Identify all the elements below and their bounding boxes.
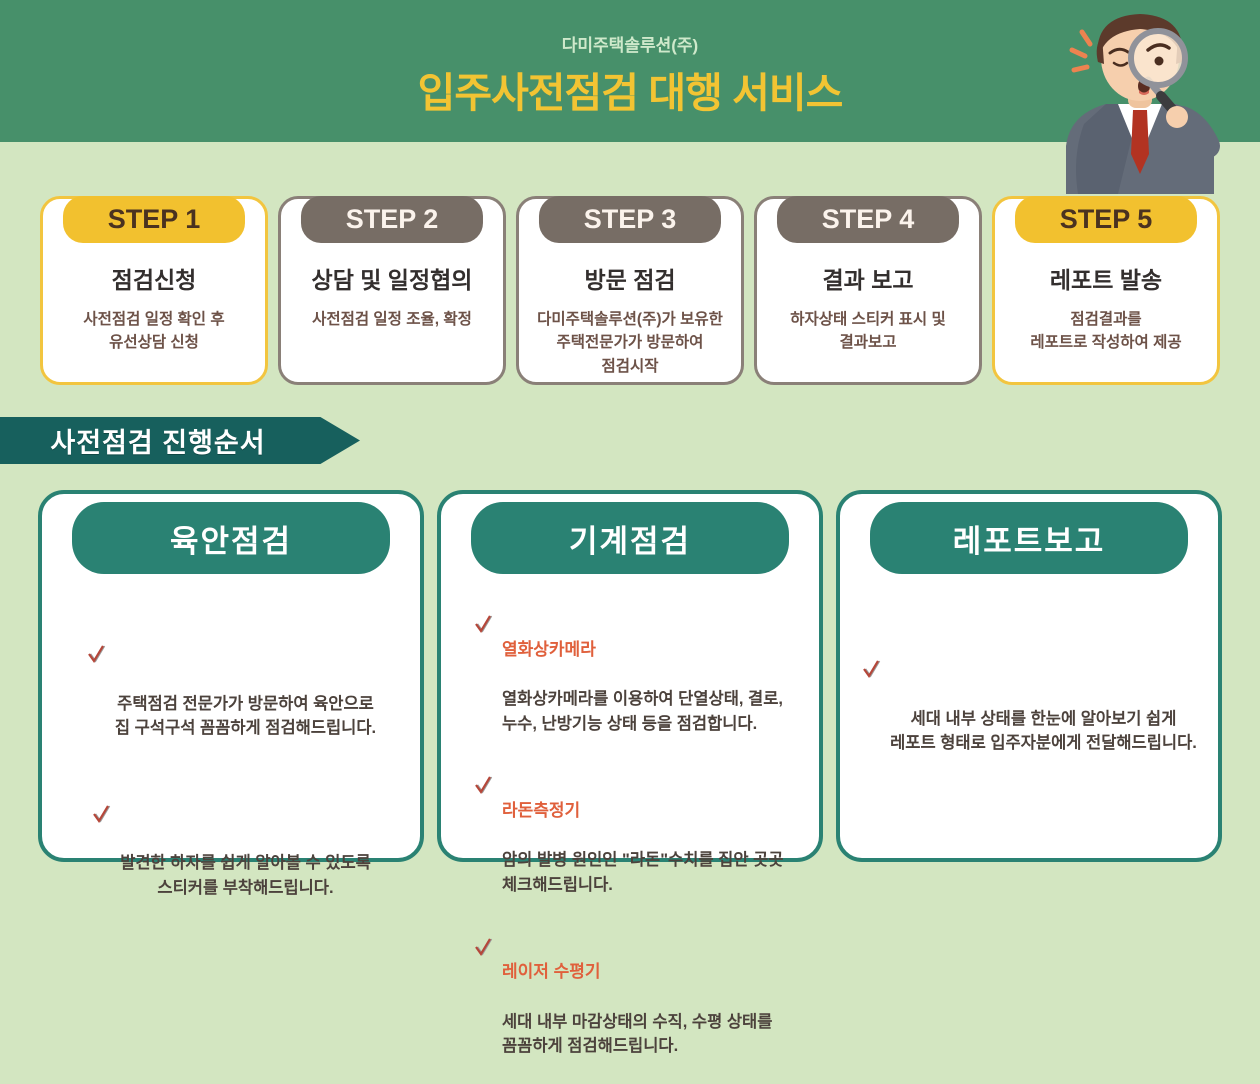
inspector-with-magnifying-glass-icon [1066, 14, 1220, 194]
list-item: 열화상카메라 열화상카메라를 이용하여 단열상태, 결로, 누수, 난방기능 상… [457, 612, 803, 761]
item-text: 열화상카메라 열화상카메라를 이용하여 단열상태, 결로, 누수, 난방기능 상… [502, 612, 783, 761]
step-badge: STEP 1 [62, 196, 246, 243]
item-text: 레이저 수평기 세대 내부 마감상태의 수직, 수평 상태를 꼼꼼하게 점검해드… [502, 935, 772, 1084]
item-body: 발견한 하자를 쉽게 알아볼 수 있도록 스티커를 부착해드립니다. [120, 854, 371, 897]
step-description: 사전점검 일정 조율, 확정 [312, 311, 472, 328]
item-text: 세대 내부 상태를 한눈에 알아보기 쉽게 레포트 형태로 입주자분에게 전달해… [890, 657, 1197, 781]
sections-row: 육안점검 주택점검 전문가가 방문하여 육안으로 집 구석구석 꼼꼼하게 점검해… [38, 490, 1222, 1055]
infographic-page: { "header": { "company": "다미주택솔루션(주)", "… [0, 0, 1260, 1055]
section-body: 세대 내부 상태를 한눈에 알아보기 쉽게 레포트 형태로 입주자분에게 전달해… [856, 590, 1202, 848]
check-icon [473, 936, 493, 1084]
list-item: 주택점검 전문가가 방문하여 육안으로 집 구석구석 꼼꼼하게 점검해드립니다. [58, 642, 404, 766]
step-title: 결과 보고 [822, 267, 914, 293]
list-item: 세대 내부 상태를 한눈에 알아보기 쉽게 레포트 형태로 입주자분에게 전달해… [856, 657, 1202, 781]
step-card-1: STEP 1 점검신청 사전점검 일정 확인 후 유선상담 신청 [40, 196, 268, 385]
process-order-banner: 사전점검 진행순서 [0, 417, 360, 464]
inspector-illustration [1048, 6, 1232, 194]
item-heading: 레이저 수평기 [502, 962, 601, 982]
list-item: 레이저 수평기 세대 내부 마감상태의 수직, 수평 상태를 꼼꼼하게 점검해드… [457, 935, 803, 1084]
item-body: 열화상카메라를 이용하여 단열상태, 결로, 누수, 난방기능 상태 등을 점검… [502, 690, 783, 733]
step-description: 점검결과를 레포트로 작성하여 제공 [1030, 311, 1182, 352]
section-title: 레포트보고 [870, 502, 1188, 574]
check-icon [861, 658, 881, 781]
page-title: 입주사전점검 대행 서비스 [417, 70, 844, 116]
header-banner: 다미주택솔루션(주) 입주사전점검 대행 서비스 [0, 0, 1260, 142]
section-body: 열화상카메라 열화상카메라를 이용하여 단열상태, 결로, 누수, 난방기능 상… [457, 590, 803, 1055]
section-body: 주택점검 전문가가 방문하여 육안으로 집 구석구석 꼼꼼하게 점검해드립니다.… [58, 590, 404, 897]
step-description: 다미주택솔루션(주)가 보유한 주택전문가가 방문하여 점검시작 [537, 311, 723, 375]
check-icon [91, 803, 111, 926]
item-body: 세대 내부 상태를 한눈에 알아보기 쉽게 레포트 형태로 입주자분에게 전달해… [890, 709, 1197, 753]
step-title: 점검신청 [111, 267, 197, 293]
section-title: 기계점검 [471, 502, 789, 574]
section-card-machine-inspection: 기계점검 열화상카메라 열화상카메라를 이용하여 단열상태, 결로, 누수, 난… [437, 490, 823, 1055]
step-description: 하자상태 스티커 표시 및 결과보고 [790, 311, 946, 352]
step-card-4: STEP 4 결과 보고 하자상태 스티커 표시 및 결과보고 [754, 196, 982, 385]
step-description: 사전점검 일정 확인 후 유선상담 신청 [83, 311, 225, 352]
check-icon [473, 774, 493, 922]
step-badge: STEP 5 [1014, 196, 1198, 243]
check-icon [86, 643, 106, 766]
section-title: 육안점검 [72, 502, 390, 574]
company-name: 다미주택솔루션(주) [561, 36, 699, 55]
list-item: 라돈측정기 암의 발병 원인인 "라돈"수치를 집안 곳곳 체크해드립니다. [457, 773, 803, 922]
step-card-3: STEP 3 방문 점검 다미주택솔루션(주)가 보유한 주택전문가가 방문하여… [516, 196, 744, 385]
step-card-2: STEP 2 상담 및 일정협의 사전점검 일정 조율, 확정 [278, 196, 506, 385]
step-title: 레포트 발송 [1049, 267, 1163, 293]
item-body: 암의 발병 원인인 "라돈"수치를 집안 곳곳 체크해드립니다. [502, 851, 784, 894]
list-item: 발견한 하자를 쉽게 알아볼 수 있도록 스티커를 부착해드립니다. [58, 802, 404, 926]
item-text: 발견한 하자를 쉽게 알아볼 수 있도록 스티커를 부착해드립니다. [120, 802, 371, 926]
item-text: 라돈측정기 암의 발병 원인인 "라돈"수치를 집안 곳곳 체크해드립니다. [502, 773, 783, 922]
steps-row: STEP 1 점검신청 사전점검 일정 확인 후 유선상담 신청 STEP 2 … [40, 196, 1220, 385]
step-card-5: STEP 5 레포트 발송 점검결과를 레포트로 작성하여 제공 [992, 196, 1220, 385]
item-body: 세대 내부 마감상태의 수직, 수평 상태를 꼼꼼하게 점검해드립니다. [502, 1012, 773, 1056]
item-body: 주택점검 전문가가 방문하여 육안으로 집 구석구석 꼼꼼하게 점검해드립니다. [114, 694, 377, 738]
step-title: 방문 점검 [584, 267, 676, 293]
check-icon [473, 613, 493, 761]
banner-label: 사전점검 진행순서 [50, 428, 266, 458]
step-badge: STEP 4 [776, 196, 960, 243]
emphasis-marks-icon [1069, 29, 1093, 73]
item-heading: 열화상카메라 [502, 639, 596, 659]
step-badge: STEP 2 [300, 196, 484, 243]
section-card-visual-inspection: 육안점검 주택점검 전문가가 방문하여 육안으로 집 구석구석 꼼꼼하게 점검해… [38, 490, 424, 897]
item-text: 주택점검 전문가가 방문하여 육안으로 집 구석구석 꼼꼼하게 점검해드립니다. [115, 642, 376, 766]
item-heading: 라돈측정기 [502, 801, 581, 820]
step-badge: STEP 3 [538, 196, 722, 243]
step-title: 상담 및 일정협의 [311, 267, 473, 293]
section-card-report: 레포트보고 세대 내부 상태를 한눈에 알아보기 쉽게 레포트 형태로 입주자분… [836, 490, 1222, 862]
